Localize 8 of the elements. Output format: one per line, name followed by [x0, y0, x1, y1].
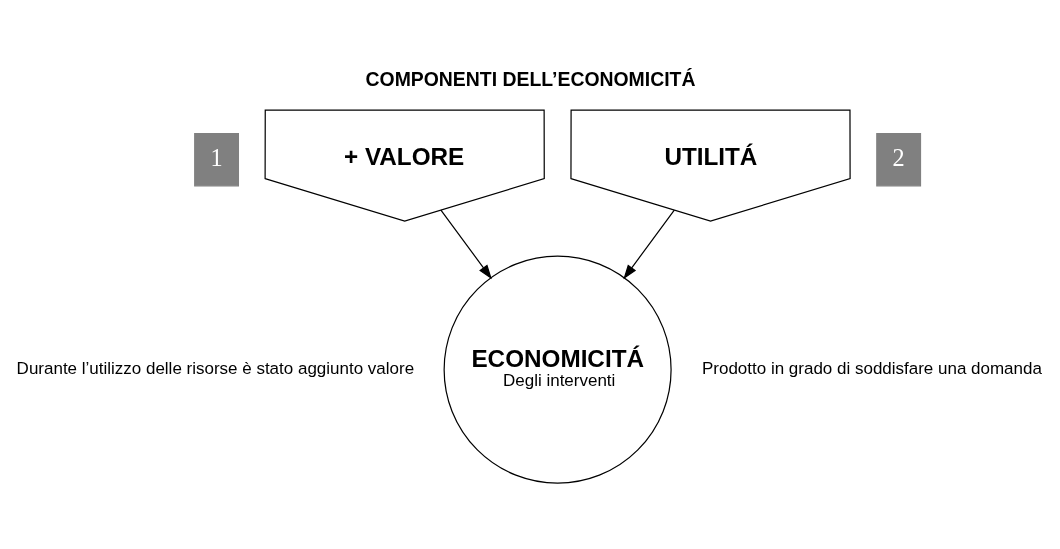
arrow: [623, 209, 675, 279]
arrow: [440, 209, 492, 279]
label: Durante l’utilizzo delle risorse è stato aggiunto valore: [16, 358, 415, 378]
node-circle: ECONOMICITÁ Degli interventi: [443, 255, 672, 484]
node-box: 1: [194, 132, 239, 186]
node-box: 2: [876, 132, 922, 186]
diagram-title: COMPONENTI DELL’ECONOMICITÁ: [365, 67, 696, 90]
label: Prodotto in grado di soddisfare una domanda: [701, 358, 1042, 378]
